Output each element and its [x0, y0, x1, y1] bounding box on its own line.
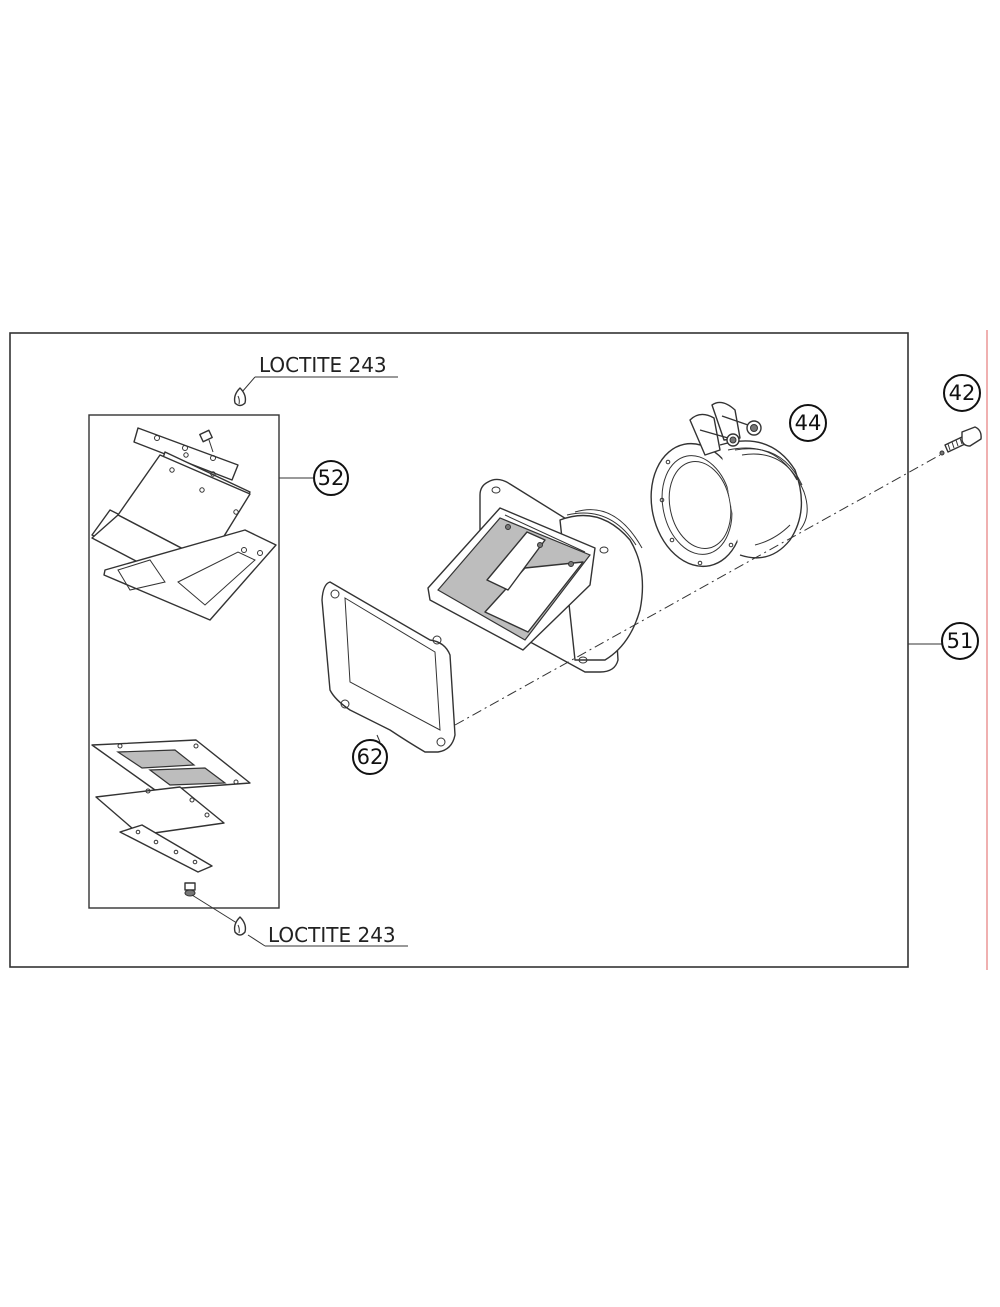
- loctite-label-bottom: LOCTITE 243: [268, 923, 396, 947]
- reed-kit-frame: [88, 414, 280, 909]
- clamp-screw-2: [721, 415, 762, 436]
- reed-valve-housing: [427, 478, 644, 673]
- callout-52: 52: [313, 460, 349, 496]
- reed-petal-stopper-bottom: [91, 739, 251, 926]
- loctite-drop-icon: [233, 387, 247, 407]
- intake-flange-clamp: [650, 401, 808, 568]
- assembly-axis-line: [454, 454, 941, 726]
- reed-petal-stopper-top: [91, 427, 277, 621]
- callout-44: 44: [789, 404, 827, 442]
- svg-text:44: 44: [795, 411, 822, 435]
- loctite-label-top: LOCTITE 243: [259, 353, 387, 377]
- callout-62: 62: [352, 739, 388, 775]
- svg-text:51: 51: [947, 629, 974, 653]
- clamp-screw-1: [699, 429, 740, 447]
- intake-gasket: [321, 581, 456, 753]
- svg-text:52: 52: [318, 466, 345, 490]
- mounting-screw: [939, 426, 982, 456]
- loctite-top-group: LOCTITE 243: [233, 353, 398, 407]
- loctite-drop-icon: [233, 916, 247, 936]
- diagram-frame: [9, 332, 909, 968]
- loctite-bottom-group: LOCTITE 243: [233, 916, 408, 947]
- svg-text:62: 62: [357, 745, 384, 769]
- callout-42: 42: [943, 374, 981, 412]
- svg-text:42: 42: [949, 381, 976, 405]
- callout-51: 51: [941, 622, 979, 660]
